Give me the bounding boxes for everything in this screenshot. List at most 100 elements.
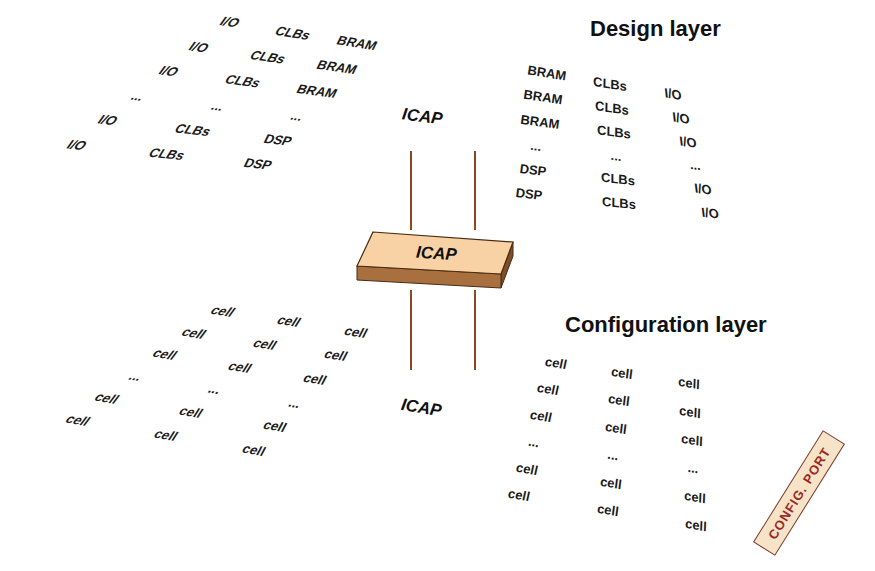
grid-cell [571,433,654,474]
cell-label: cell [260,417,289,435]
grid-cell [143,314,243,347]
icap-face [326,371,508,447]
mapping-dashed-line [209,187,210,290]
grid-cell [291,48,380,83]
cell-label: cell [321,346,350,363]
grid-cell [312,131,494,175]
layer-heading: Design layer [590,16,721,42]
icap-module: ICAP [355,230,515,290]
grid-cell [649,123,731,157]
cell-label: CLBs [593,73,627,94]
grid-cell [577,89,648,123]
cell-label: ... [125,369,146,384]
grid-cell [222,406,326,444]
cell-label: CLBs [146,145,188,163]
cell-label: cell [507,486,532,504]
cell-label: BRAM [294,82,340,101]
grid-cell [82,77,192,111]
cell-label: cell [607,391,630,409]
mapping-dashed-line [249,191,250,295]
grid-cell [506,78,578,112]
cell-label: I/O [671,109,690,127]
grid-cell [653,147,740,181]
cell-label: DSP [518,161,547,179]
cell-label: cell [678,374,700,392]
grid-cell [112,336,216,370]
grid-cell [115,52,220,87]
grid-cell [499,394,582,433]
grid-cell [654,418,731,459]
slab-top [12,290,860,557]
grid-cell [49,378,162,414]
grid-cell [576,113,653,147]
grid-cell [380,34,518,79]
cell-label: cell [529,406,554,424]
cell-label: ... [607,447,620,464]
cell-label: cell [62,411,94,428]
grid-cell [192,62,291,96]
grid-cell [578,65,644,99]
box-top [357,232,513,274]
cell-label: CLBs [602,194,636,213]
cell-label: BRAM [314,57,360,77]
icap-face [329,82,506,150]
grid-cell [566,460,653,502]
grid-cell [499,102,577,136]
cell-label: BRAM [334,33,380,53]
grid-cell [80,357,189,392]
cell-label: ... [527,434,541,450]
grid-cell [294,155,487,199]
grid-cell [362,347,518,395]
grid-cell [109,414,222,452]
grid-cell [311,313,398,347]
grid-cell [518,342,592,379]
cell-label: cell [176,403,206,420]
grid-cell [162,370,266,406]
cell-label: cell [610,364,633,382]
port-label: CONFIG. PORT [765,444,834,542]
grid-cell [15,126,136,160]
grid-cell [487,151,576,185]
icap-label: ICAP [415,242,457,265]
grid-cell [244,382,344,419]
grid-cell [48,101,164,135]
grid-cell [201,145,311,179]
cell-label: ... [530,137,543,153]
cell-label: cell [680,431,702,450]
cell-label: BRAM [519,111,560,131]
cell-label: CLBs [272,23,314,42]
cell-label: cell [151,426,181,443]
cell-label: cell [249,335,279,352]
grid-cell [308,419,490,472]
grid-cell [575,161,663,195]
cell-label: I/O [664,85,683,103]
grid-cell [266,359,362,395]
grid-cell [363,58,512,102]
grid-cell [655,362,724,401]
config-port: CONFIG. PORT [753,430,845,556]
cell-label: BRAM [523,87,564,108]
cell-label: BRAM [526,63,567,84]
grid-cell [199,429,308,468]
cell-label: I/O [217,14,244,30]
grid-cell [512,54,579,88]
grid-cell [652,474,738,517]
grid-cell [493,127,576,161]
grid-cell [481,175,575,209]
grid-cell [662,194,760,228]
cell-label: ... [610,147,621,163]
slab-top [15,3,760,228]
cell-label: cell [683,487,705,506]
cell-label: cell [685,516,707,535]
cell-label: DSP [241,156,275,173]
cell-label: cell [605,419,628,437]
cell-label: CLBs [601,170,635,189]
cell-label: cell [240,441,269,459]
cell-label: cell [536,380,561,398]
grid-cell [182,3,276,38]
cell-label: ... [288,108,306,124]
cell-label: CLBs [247,47,289,66]
